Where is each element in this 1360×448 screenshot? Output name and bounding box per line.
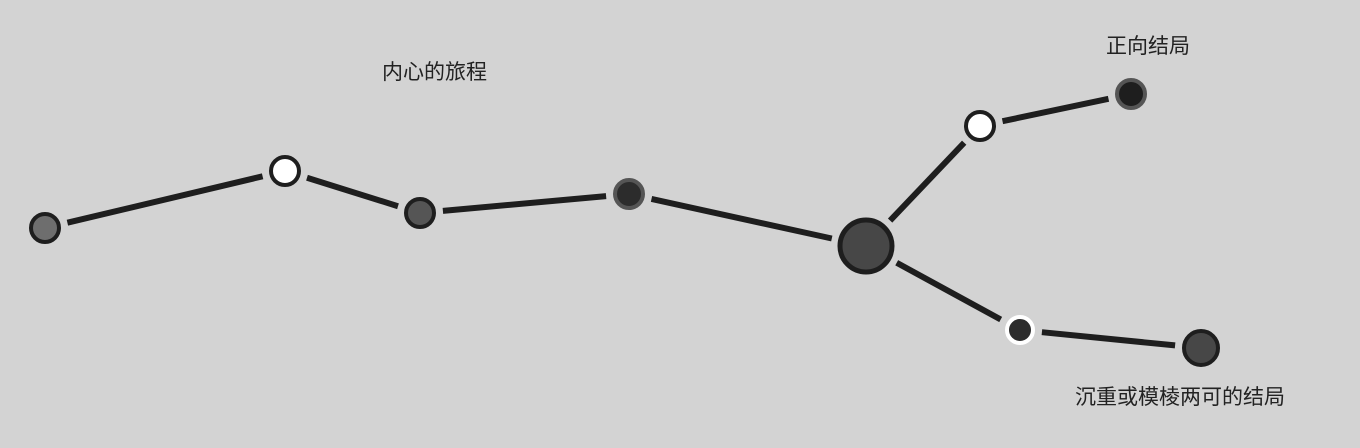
edge-n4-n5 [650, 195, 833, 242]
edges-layer [66, 95, 1176, 349]
nodes-layer [29, 78, 1220, 367]
node-n9 [1182, 329, 1220, 367]
node-n2 [269, 155, 301, 187]
node-n4 [613, 178, 645, 210]
node-n3 [404, 197, 436, 229]
node-n1 [29, 212, 61, 244]
node-n5 [837, 217, 895, 275]
positive-ending-label: 正向结局 [1106, 34, 1190, 58]
node-n7 [1115, 78, 1147, 110]
node-n6 [964, 110, 996, 142]
journey-label: 内心的旅程 [382, 60, 487, 84]
ambiguous-ending-label: 沉重或模棱两可的结局 [1075, 385, 1285, 409]
edge-n5-n8 [895, 260, 1003, 323]
edge-n1-n2 [66, 173, 264, 226]
edge-n5-n6 [887, 140, 967, 223]
node-n8 [1005, 315, 1035, 345]
edge-n8-n9 [1041, 329, 1176, 349]
edge-n3-n4 [442, 193, 607, 214]
edge-n6-n7 [1001, 95, 1110, 125]
edge-n2-n3 [306, 174, 399, 210]
